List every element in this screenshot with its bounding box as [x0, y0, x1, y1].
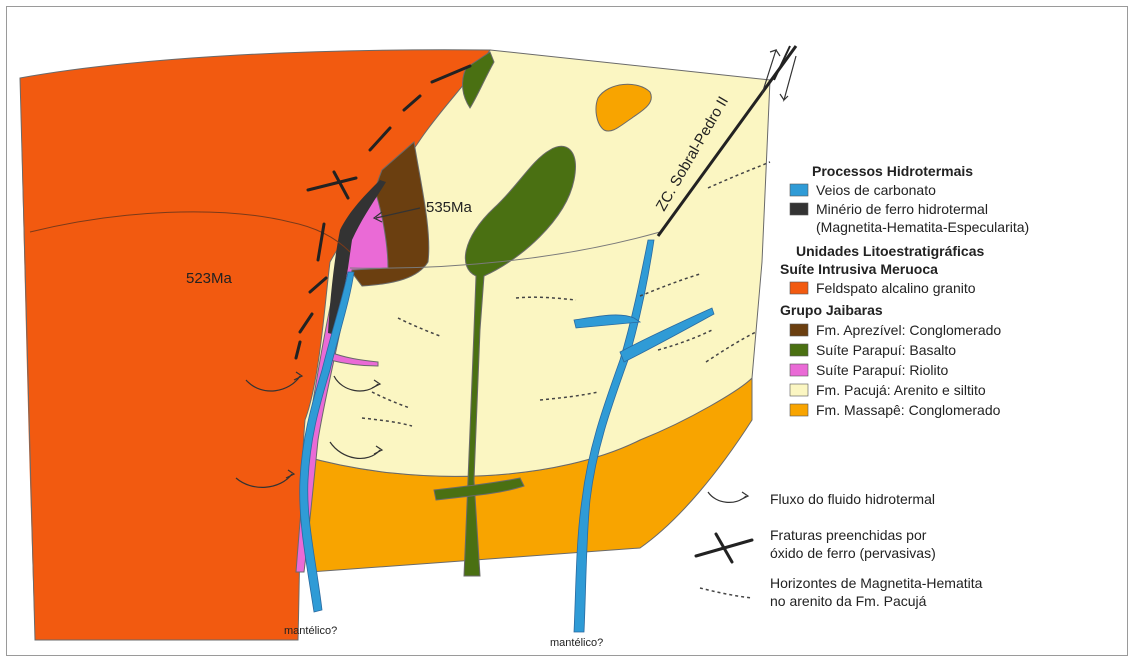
legend-fracture-icon: [696, 534, 752, 562]
source-right-label: mantélico?: [550, 637, 603, 649]
legend-horizons-2: no arenito da Fm. Pacujá: [770, 593, 927, 609]
legend-granite: Feldspato alcalino granito: [816, 280, 976, 296]
legend-ore-1: Minério de ferro hidrotermal: [816, 201, 988, 217]
legend-horizons-1: Horizontes de Magnetita-Hematita: [770, 575, 983, 591]
legend-flow-icon: [708, 492, 748, 502]
legend-fractures-1: Fraturas preenchidas por: [770, 527, 927, 543]
legend-units-title: Unidades Litoestratigráficas: [796, 243, 984, 259]
legend-swatch-aprezivel: [790, 324, 808, 336]
legend-swatch-pacuja: [790, 384, 808, 396]
legend-pacuja: Fm. Pacujá: Arenito e siltito: [816, 382, 986, 398]
legend-rhyolite: Suíte Parapuí: Riolito: [816, 362, 949, 378]
legend-aprezivel: Fm. Aprezível: Conglomerado: [816, 322, 1001, 338]
legend-carbonate: Veios de carbonato: [816, 182, 936, 198]
age-ore-label: 535Ma: [426, 199, 473, 216]
legend-swatch-rhyolite: [790, 364, 808, 376]
legend-grupo-jaibaras: Grupo Jaibaras: [780, 302, 883, 318]
legend-massape: Fm. Massapê: Conglomerado: [816, 402, 1001, 418]
legend-swatch-massape: [790, 404, 808, 416]
age-granite-label: 523Ma: [186, 270, 233, 287]
legend-hydro-title: Processos Hidrotermais: [812, 163, 973, 179]
legend-horizons-icon: [700, 588, 752, 598]
legend-fractures-2: óxido de ferro (pervasivas): [770, 545, 936, 561]
legend-swatch-ore: [790, 203, 808, 215]
legend-swatch-basalt: [790, 344, 808, 356]
legend-ore-2: (Magnetita-Hematita-Especularita): [816, 219, 1029, 235]
legend-swatch-granite: [790, 282, 808, 294]
legend-swatch-carbonate: [790, 184, 808, 196]
legend-basalt: Suíte Parapuí: Basalto: [816, 342, 956, 358]
legend-flow: Fluxo do fluido hidrotermal: [770, 491, 935, 507]
source-left-label: mantélico?: [284, 625, 337, 637]
legend-suite-meruoca: Suíte Intrusiva Meruoca: [780, 261, 938, 277]
